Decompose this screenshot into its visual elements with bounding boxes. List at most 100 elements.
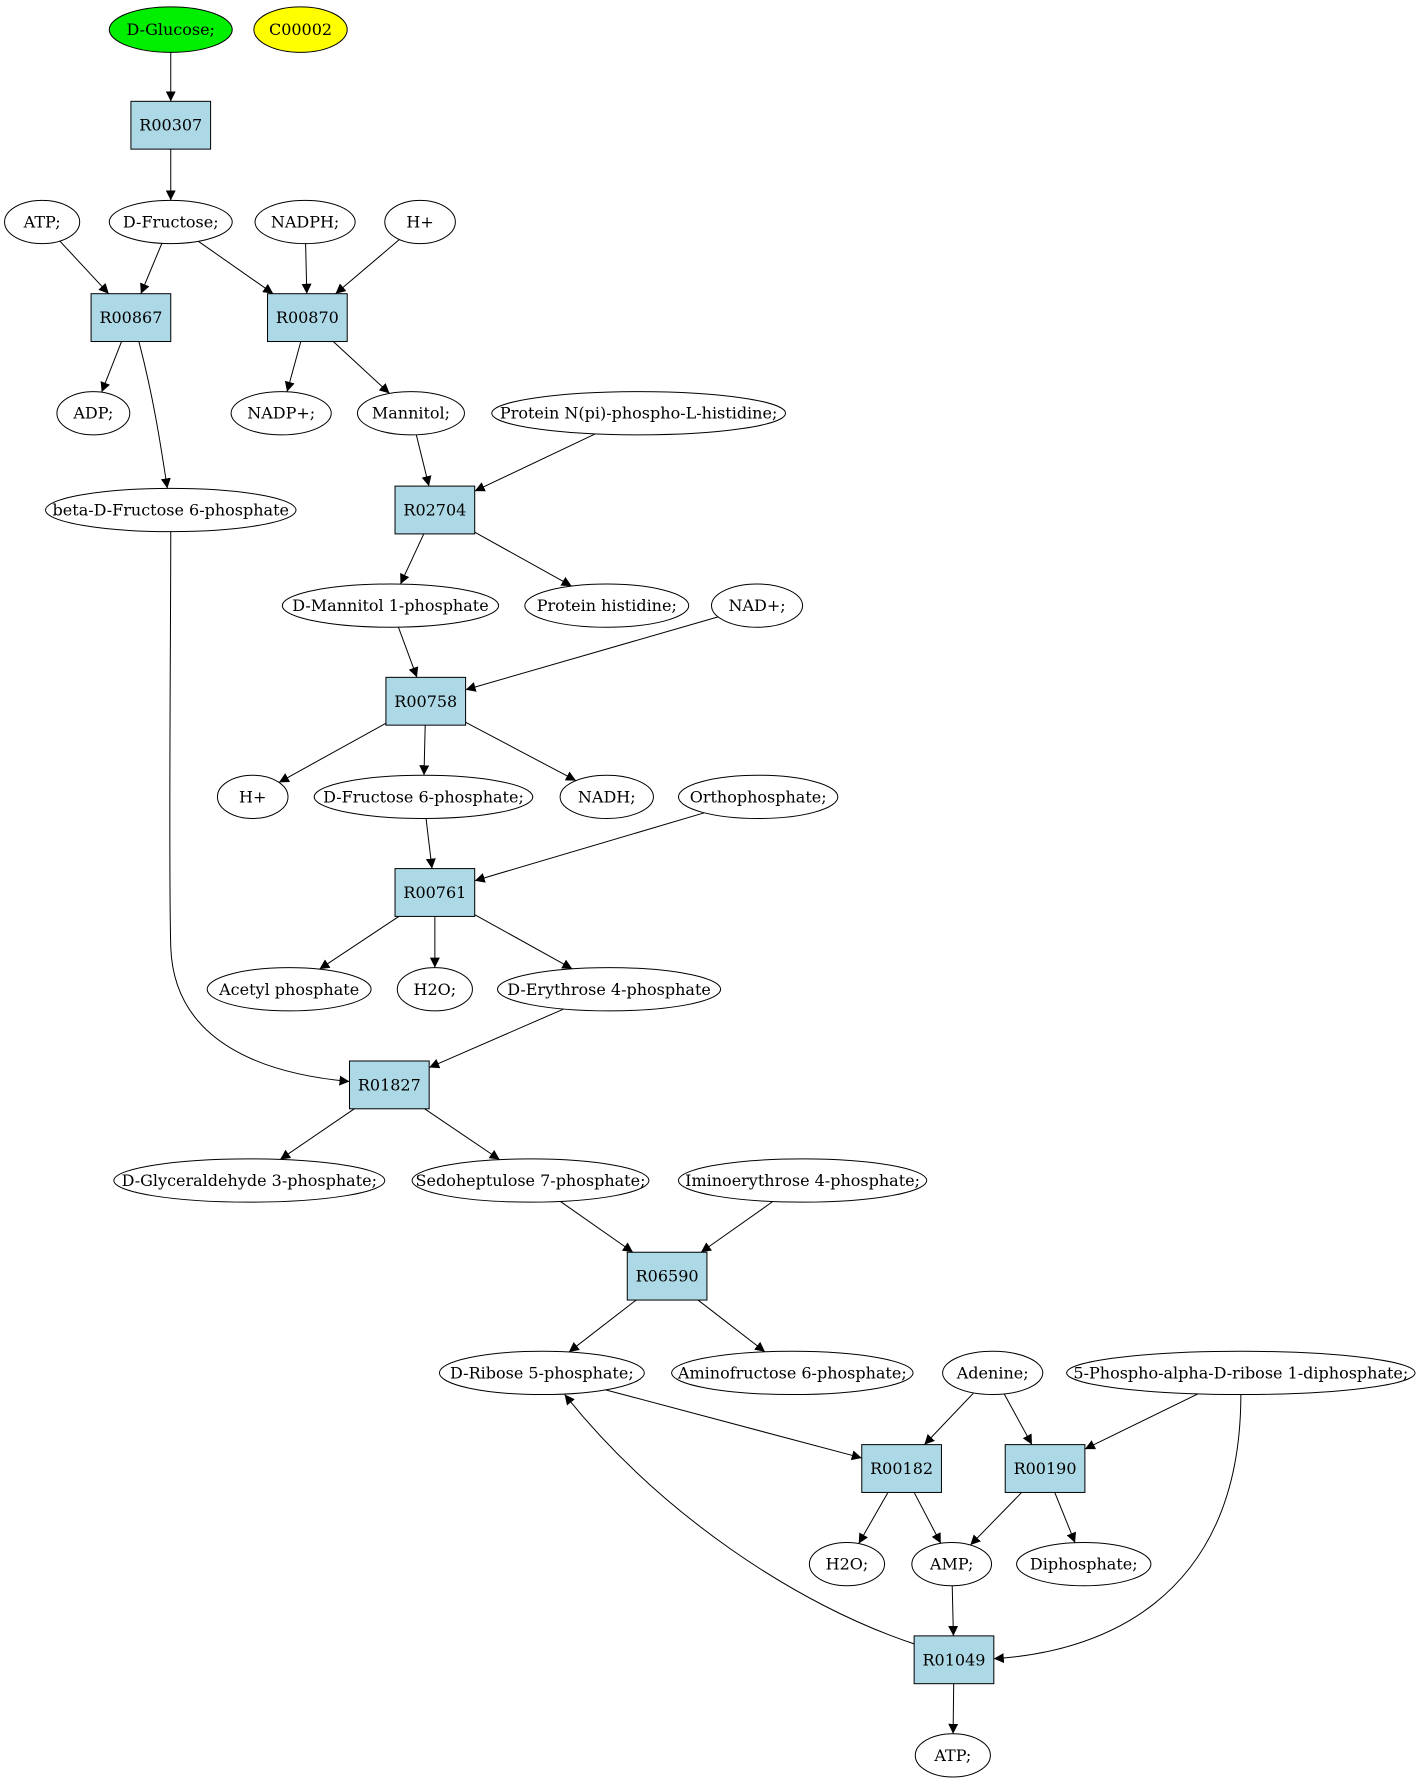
reaction-node-r-R00758[interactable]: R00758 xyxy=(385,676,467,726)
node-label: D-Fructose 6-phosphate; xyxy=(323,787,524,806)
compound-ellipse xyxy=(1016,1542,1152,1587)
compound-ellipse xyxy=(559,774,654,820)
compound-node-n-nadp[interactable]: NADP+; xyxy=(230,391,332,436)
reaction-node-r-R02704[interactable]: R02704 xyxy=(394,485,476,535)
reaction-node-r-R01827[interactable]: R01827 xyxy=(348,1060,430,1110)
node-label: Adenine; xyxy=(956,1363,1029,1382)
node-label: NADPH; xyxy=(271,212,340,231)
node-label: NADH; xyxy=(578,787,636,806)
compound-ellipse xyxy=(808,1542,886,1587)
compound-node-n-ortho[interactable]: Orthophosphate; xyxy=(677,774,839,820)
node-label: R01049 xyxy=(923,1650,986,1669)
edge-n-bdf6p-to-r-R01827 xyxy=(169,531,350,1086)
reaction-node-r-R06590[interactable]: R06590 xyxy=(626,1251,708,1301)
edge-r-R00758-to-n-df6p xyxy=(419,725,430,776)
node-label: Protein histidine; xyxy=(537,596,677,615)
compound-node-n-df6p[interactable]: D-Fructose 6-phosphate; xyxy=(313,774,534,820)
node-label: beta-D-Fructose 6-phosphate xyxy=(53,501,289,520)
compound-node-n-h2o1[interactable]: H2O; xyxy=(396,967,473,1012)
compound-node-n-af6p[interactable]: Aminofructose 6-phosphate; xyxy=(671,1350,914,1396)
edge-n-fructose-to-r-R00870 xyxy=(198,240,274,295)
node-label: ADP; xyxy=(72,404,113,423)
edge-n-dr5p-to-r-R00182 xyxy=(605,1389,862,1461)
reaction-node-r-R00307[interactable]: R00307 xyxy=(130,100,212,150)
compound-node-n-nadph[interactable]: NADPH; xyxy=(254,199,356,245)
compound-ellipse xyxy=(206,967,372,1012)
edge-n-amp-to-r-R01049 xyxy=(948,1585,959,1636)
node-label: D-Erythrose 4-phosphate xyxy=(507,980,711,999)
compound-node-n-diphos[interactable]: Diphosphate; xyxy=(1016,1542,1152,1587)
node-label: 5-Phospho-alpha-D-ribose 1-diphosphate; xyxy=(1073,1363,1408,1382)
edge-n-h1-to-r-R00870 xyxy=(335,239,400,295)
compound-ellipse xyxy=(313,774,534,820)
edge-r-R01827-to-n-dg3p xyxy=(279,1108,355,1160)
compound-node-n-nad[interactable]: NAD+; xyxy=(711,583,804,628)
compound-node-n-h1[interactable]: H+ xyxy=(384,199,456,245)
compound-node-n-protein-his[interactable]: Protein histidine; xyxy=(524,583,690,628)
compound-node-n-adp[interactable]: ADP; xyxy=(56,391,131,436)
compound-ellipse xyxy=(491,391,786,436)
compound-node-n-protein-his-p[interactable]: Protein N(pi)-phospho-L-histidine; xyxy=(491,391,786,436)
compound-node-n-dm1p[interactable]: D-Mannitol 1-phosphate xyxy=(281,583,500,628)
reaction-box xyxy=(913,1635,995,1685)
compound-node-n-dg3p[interactable]: D-Glyceraldehyde 3-phosphate; xyxy=(113,1158,386,1203)
compound-node-n-h2o2[interactable]: H2O; xyxy=(808,1542,886,1587)
compound-ellipse xyxy=(356,391,465,436)
reaction-node-r-R00190[interactable]: R00190 xyxy=(1004,1444,1086,1493)
compound-node-n-prpp[interactable]: 5-Phospho-alpha-D-ribose 1-diphosphate; xyxy=(1066,1350,1416,1396)
compound-node-n-adenine[interactable]: Adenine; xyxy=(942,1350,1044,1396)
reaction-node-r-R00870[interactable]: R00870 xyxy=(267,293,348,343)
edge-r-R06590-to-n-af6p xyxy=(697,1299,766,1353)
reaction-node-r-R00761[interactable]: R00761 xyxy=(394,868,476,917)
compound-node-n-fructose[interactable]: D-Fructose; xyxy=(108,199,233,245)
edge-n-nad-to-r-R00758 xyxy=(465,616,719,692)
node-label: R00867 xyxy=(99,308,162,327)
reaction-box xyxy=(861,1444,942,1493)
node-label: NAD+; xyxy=(728,596,785,615)
compound-node-n-glucose[interactable]: D-Glucose; xyxy=(108,6,233,53)
node-label: Diphosphate; xyxy=(1030,1555,1138,1574)
edge-n-s7p-to-r-R06590 xyxy=(560,1201,634,1253)
compound-ellipse xyxy=(711,583,804,628)
node-label: D-Glyceraldehyde 3-phosphate; xyxy=(122,1171,377,1190)
compound-node-n-mannitol[interactable]: Mannitol; xyxy=(356,391,465,436)
reaction-box xyxy=(394,485,476,535)
compound-ellipse xyxy=(438,1350,645,1396)
reaction-node-r-R00867[interactable]: R00867 xyxy=(90,293,172,343)
node-label: D-Mannitol 1-phosphate xyxy=(292,596,488,615)
node-label: C00002 xyxy=(269,20,332,39)
edge-n-df6p-to-r-R00761 xyxy=(425,818,436,869)
compound-node-n-de4p[interactable]: D-Erythrose 4-phosphate xyxy=(496,967,722,1012)
node-label: Acetyl phosphate xyxy=(218,980,359,999)
reaction-box xyxy=(90,293,172,343)
node-label: R00190 xyxy=(1014,1459,1077,1478)
edge-r-R02704-to-n-dm1p xyxy=(400,533,425,585)
reaction-box xyxy=(348,1060,430,1110)
compound-node-n-amp[interactable]: AMP; xyxy=(911,1542,993,1587)
edge-r-R00870-to-n-mannitol xyxy=(332,341,390,394)
compound-node-n-dr5p[interactable]: D-Ribose 5-phosphate; xyxy=(438,1350,645,1396)
edge-n-dm1p-to-r-R00758 xyxy=(397,627,419,678)
compound-ellipse xyxy=(411,1158,650,1203)
node-label: Mannitol; xyxy=(372,404,450,423)
compound-node-n-atp2[interactable]: ATP; xyxy=(914,1733,991,1778)
compound-node-n-nadh[interactable]: NADH; xyxy=(559,774,654,820)
edge-r-R01049-to-n-atp2 xyxy=(948,1683,959,1734)
edge-n-protein-his-p-to-r-R02704 xyxy=(474,433,596,492)
compound-node-n-atp1[interactable]: ATP; xyxy=(4,199,81,245)
node-label: ATP; xyxy=(933,1746,971,1765)
edge-r-R00758-to-n-h2 xyxy=(278,722,387,783)
compound-node-n-h2[interactable]: H+ xyxy=(216,774,289,820)
compound-node-n-c00002[interactable]: C00002 xyxy=(253,6,348,53)
compound-ellipse xyxy=(254,199,356,245)
reaction-node-r-R00182[interactable]: R00182 xyxy=(861,1444,942,1493)
compound-node-n-bdf6p[interactable]: beta-D-Fructose 6-phosphate xyxy=(45,487,297,533)
node-label: R00758 xyxy=(394,692,457,711)
compound-node-n-ie4p[interactable]: Iminoerythrose 4-phosphate; xyxy=(677,1158,928,1203)
node-label: NADP+; xyxy=(247,404,315,423)
reaction-node-r-R01049[interactable]: R01049 xyxy=(913,1635,995,1685)
compound-node-n-s7p[interactable]: Sedoheptulose 7-phosphate; xyxy=(411,1158,650,1203)
reaction-box xyxy=(267,293,348,343)
compound-node-n-acetylp[interactable]: Acetyl phosphate xyxy=(206,967,372,1012)
